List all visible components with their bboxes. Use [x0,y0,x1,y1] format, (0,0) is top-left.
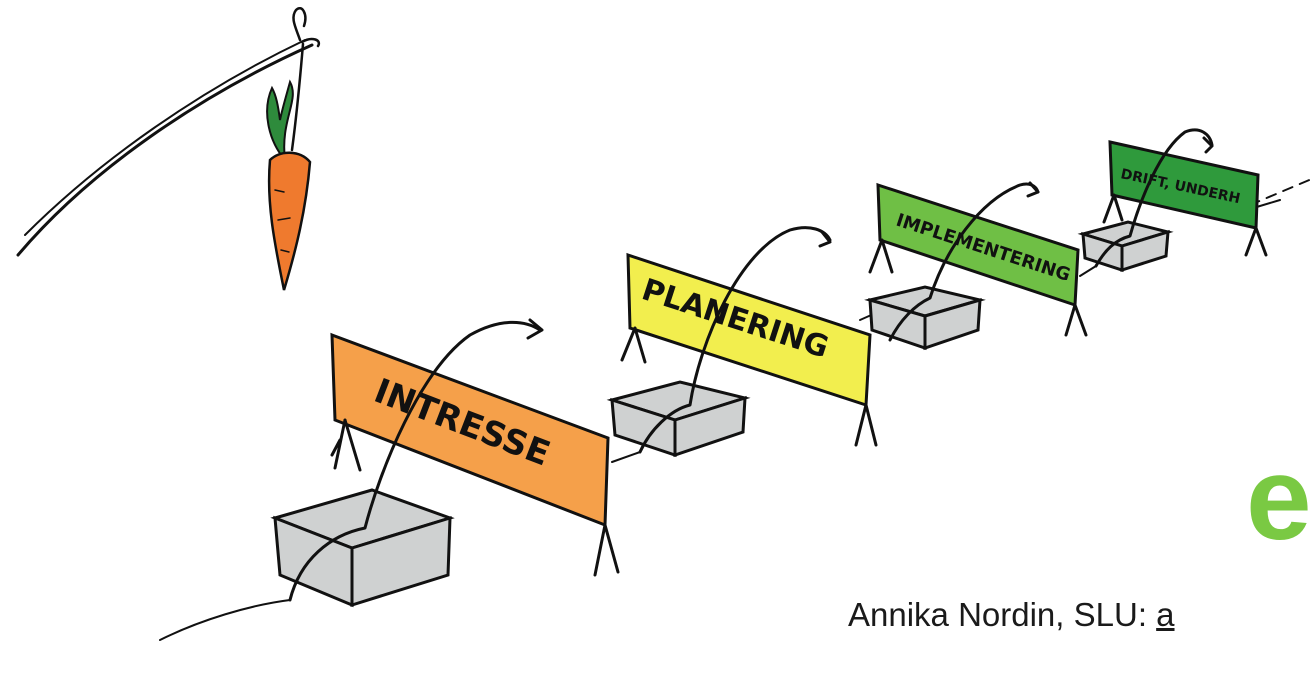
logo-letter: e [1246,433,1312,565]
email-link[interactable]: a [1156,596,1175,633]
step-box-4 [1077,220,1174,273]
barrier-drift: DRIFT, UNDERH [1102,140,1268,257]
carrot-icon [266,79,312,291]
fishing-rod [16,7,321,257]
step-box-1 [270,488,455,608]
step-box-3 [864,285,986,351]
author-text: Annika Nordin, SLU: [848,596,1157,633]
jump-arrows [288,128,1214,602]
step-box-2 [606,380,751,458]
author-caption: Annika Nordin, SLU: a [848,596,1175,634]
